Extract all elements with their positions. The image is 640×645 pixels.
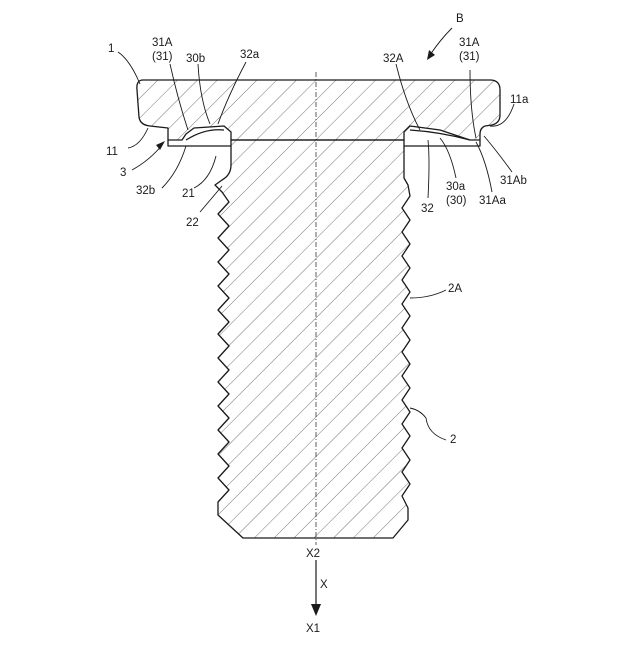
leader-3-arrow xyxy=(156,141,165,150)
leader-32b xyxy=(162,146,186,188)
leader-11 xyxy=(128,128,148,148)
label-31-left: (31) xyxy=(152,51,173,63)
label-X: X xyxy=(320,579,328,591)
leader-32 xyxy=(428,140,429,198)
leader-31Aa xyxy=(476,142,492,192)
leader-22 xyxy=(200,186,222,212)
label-31A-left: 31A xyxy=(152,37,173,49)
label-11a: 11a xyxy=(510,94,529,106)
label-32A: 32A xyxy=(383,53,404,65)
label-X1: X1 xyxy=(306,623,320,635)
label-30: (30) xyxy=(446,195,467,207)
label-X2: X2 xyxy=(306,548,320,560)
label-31-right: (31) xyxy=(459,51,480,63)
label-30b: 30b xyxy=(186,53,205,65)
label-2: 2 xyxy=(450,434,456,446)
leader-30a xyxy=(440,138,456,178)
leader-3 xyxy=(132,145,162,170)
label-31A-right: 31A xyxy=(459,37,480,49)
label-32a: 32a xyxy=(240,49,260,61)
leader-2A xyxy=(410,290,446,298)
leader-B-arrow xyxy=(427,50,435,60)
label-B: B xyxy=(456,13,464,25)
label-2A: 2A xyxy=(448,283,462,295)
leader-21 xyxy=(194,156,216,188)
label-22: 22 xyxy=(186,217,199,229)
leader-31Ab xyxy=(484,136,512,172)
label-1: 1 xyxy=(108,43,114,55)
label-32: 32 xyxy=(421,203,434,215)
direction-arrow-head xyxy=(311,604,321,616)
label-3: 3 xyxy=(120,167,126,179)
leader-B xyxy=(430,28,452,55)
shank-section xyxy=(215,140,410,538)
left-recess-arc xyxy=(186,130,224,140)
label-30a: 30a xyxy=(446,181,466,193)
leader-1 xyxy=(118,52,140,84)
leader-2 xyxy=(410,408,446,440)
label-11: 11 xyxy=(106,146,118,158)
label-32b: 32b xyxy=(136,185,155,197)
label-31Ab: 31Ab xyxy=(500,175,527,187)
label-31Aa: 31Aa xyxy=(479,195,506,207)
head-section xyxy=(137,80,500,140)
label-21: 21 xyxy=(182,188,195,200)
left-groove-edge xyxy=(168,140,231,146)
